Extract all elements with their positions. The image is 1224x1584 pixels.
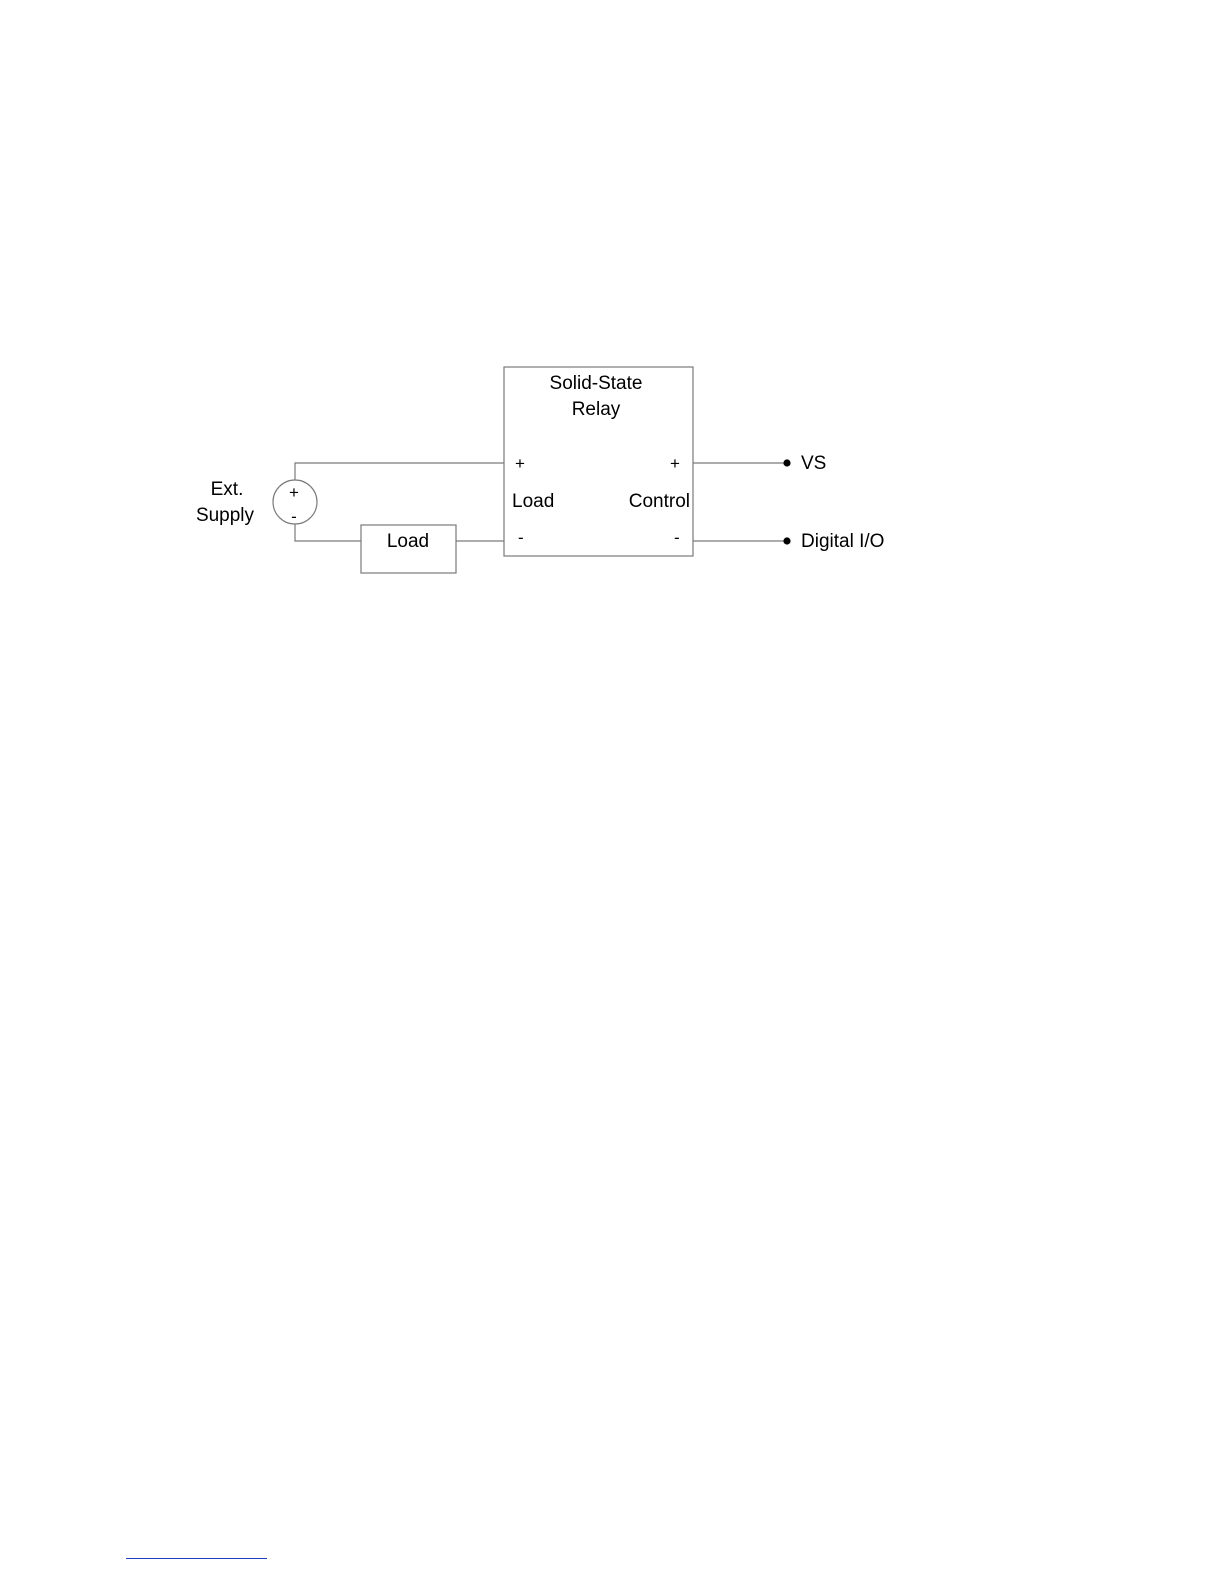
load-box-label: Load <box>387 531 429 552</box>
supply-label-line1: Ext. <box>211 479 244 500</box>
terminal-dot-vs <box>783 459 790 466</box>
wire-supply-plus-to-relay <box>295 463 504 481</box>
wire-supply-minus-to-load <box>295 524 361 541</box>
relay-control-minus: - <box>674 528 680 547</box>
relay-title-line1: Solid-State <box>550 373 643 394</box>
supply-minus: - <box>291 507 297 526</box>
terminal-digital-io-label: Digital I/O <box>801 531 884 552</box>
relay-control-label: Control <box>629 491 690 512</box>
supply-label-line2: Supply <box>196 505 255 526</box>
relay-control-plus: + <box>670 454 680 473</box>
terminal-dot-digital-io <box>783 537 790 544</box>
relay-load-minus: - <box>518 528 524 547</box>
terminal-vs-label: VS <box>801 453 826 474</box>
relay-load-plus: + <box>515 454 525 473</box>
solid-state-relay-box <box>504 367 693 556</box>
supply-plus: + <box>289 483 299 502</box>
relay-title-line2: Relay <box>572 399 621 420</box>
relay-load-label: Load <box>512 491 554 512</box>
footnote-separator <box>126 1558 267 1559</box>
